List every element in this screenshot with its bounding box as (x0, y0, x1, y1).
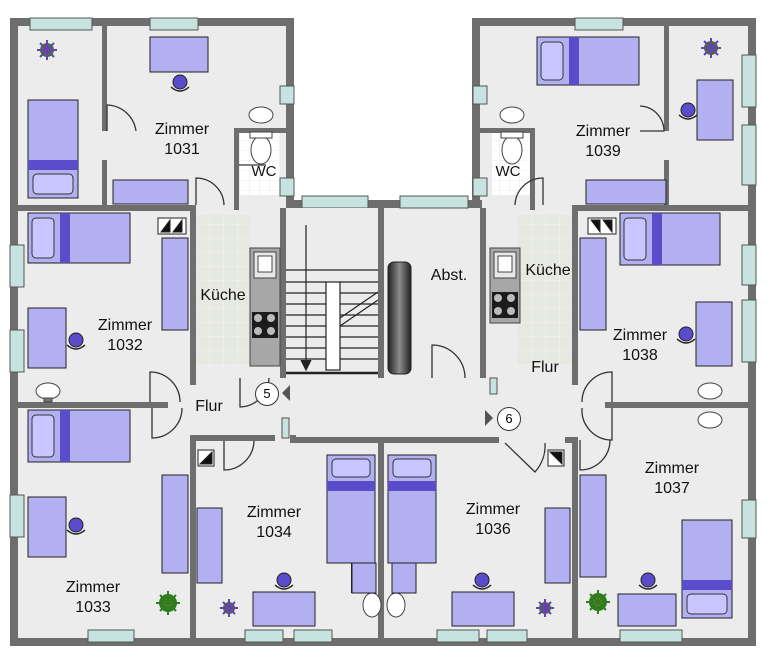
toilet-right-icon (499, 106, 525, 165)
arrow-right-icon (485, 410, 493, 426)
chair (680, 102, 696, 118)
plant-icons (37, 38, 721, 617)
storage-label: Abst. (430, 267, 468, 284)
marker-6: 6 (497, 407, 521, 431)
toilet-left-icon (248, 106, 274, 165)
window-small-hall-right (489, 377, 498, 395)
hall-right-label: Flur (531, 359, 559, 376)
chair-back (274, 584, 294, 590)
nightstand (351, 562, 377, 594)
pillow (31, 414, 55, 458)
kitchen-left-counter (249, 247, 281, 367)
wc-left-label: WC (251, 163, 277, 180)
staircase (286, 208, 379, 375)
desks (27, 36, 734, 627)
blanket-fold (652, 213, 662, 265)
hall-left-label: Flur (195, 398, 223, 415)
desk (27, 496, 67, 558)
desk (617, 593, 677, 627)
chair-back (66, 344, 86, 350)
pillow (31, 217, 55, 259)
pillow (686, 593, 728, 615)
chair-back (678, 114, 698, 120)
chair (276, 572, 292, 588)
blanket-fold (682, 580, 732, 590)
sink-icons (35, 382, 723, 618)
desk (695, 301, 733, 367)
chair-back (638, 584, 658, 590)
chair (474, 572, 490, 588)
wardrobes (112, 179, 667, 584)
chair (172, 74, 188, 90)
blanket-fold (28, 160, 78, 170)
wc-right-label: WC (495, 163, 521, 180)
nightstand (391, 562, 417, 594)
desk (252, 591, 316, 627)
pillow (623, 217, 647, 261)
marker-5: 5 (255, 382, 279, 406)
chair (68, 332, 84, 348)
desk (149, 36, 209, 73)
pillow (392, 458, 432, 478)
chair-back (676, 338, 696, 344)
desk (696, 79, 734, 141)
pillow (331, 458, 371, 478)
blanket-fold (388, 481, 436, 491)
blanket-fold (60, 410, 70, 462)
kitchen-right-label: Küche (525, 262, 571, 279)
chair (68, 517, 84, 533)
blanket-fold (327, 481, 375, 491)
desk (27, 307, 67, 369)
chair (640, 572, 656, 588)
pillow (540, 41, 564, 81)
elevator-shaft (387, 261, 412, 375)
windows (9, 17, 757, 643)
kitchen-right-counter (489, 247, 521, 324)
utility-shafts (157, 217, 617, 467)
chair (678, 326, 694, 342)
pillow (32, 173, 74, 195)
arrow-left-icon (282, 385, 290, 401)
chair-back (472, 584, 492, 590)
desk (451, 591, 515, 627)
window-small-hall (281, 417, 290, 439)
chair-back (170, 86, 190, 92)
blanket-fold (569, 37, 579, 85)
chair-back (66, 529, 86, 535)
kitchen-left-label: Küche (200, 287, 246, 304)
beds (27, 36, 733, 619)
blanket-fold (60, 213, 70, 263)
doors (106, 104, 665, 473)
